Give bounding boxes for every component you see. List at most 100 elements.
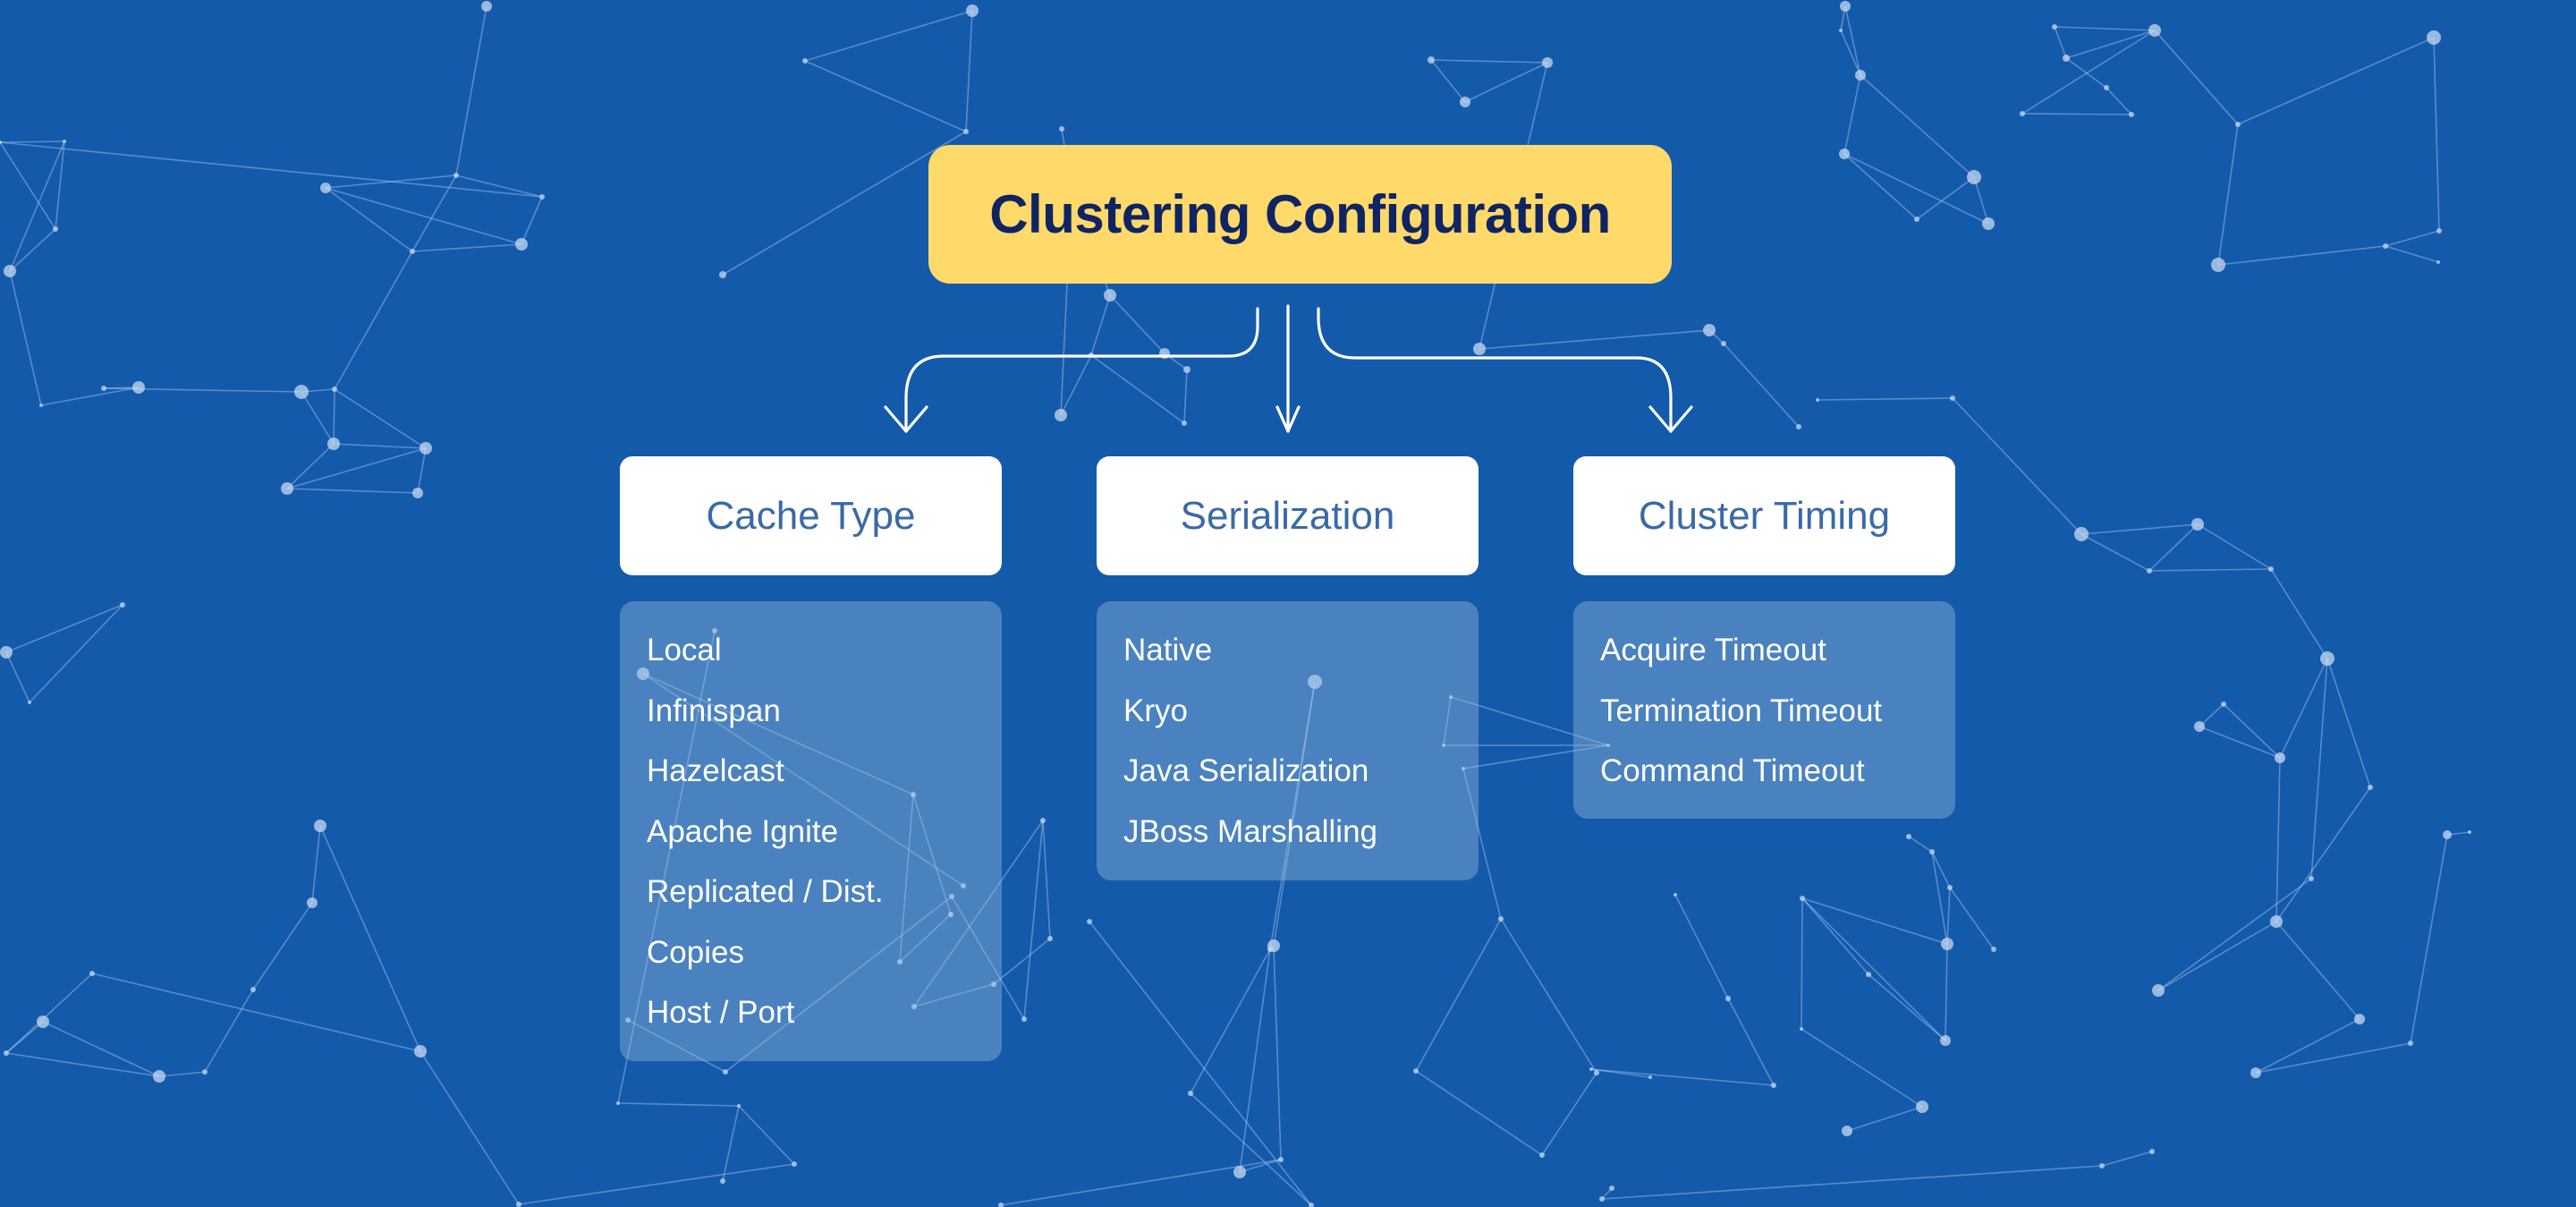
list-item: Hazelcast	[647, 753, 784, 788]
network-link	[40, 387, 140, 406]
network-node	[1947, 885, 1953, 890]
network-link	[9, 140, 65, 272]
network-node	[453, 173, 459, 178]
category-label: Cache Type	[706, 493, 916, 538]
network-node	[2020, 111, 2025, 116]
network-link	[1844, 5, 1861, 76]
network-link	[1190, 948, 1271, 1094]
network-link	[333, 388, 335, 445]
network-link	[2385, 245, 2439, 263]
network-link	[2106, 87, 2132, 115]
network-node	[314, 820, 326, 832]
network-link	[1415, 918, 1502, 1072]
network-node	[1442, 744, 1445, 747]
network-node	[1606, 744, 1610, 747]
network-node	[120, 602, 125, 608]
network-node	[0, 140, 2, 144]
network-node	[949, 894, 954, 899]
network-node	[1047, 936, 1053, 941]
network-link	[42, 1021, 160, 1077]
list-item: Host / Port	[647, 995, 795, 1030]
network-link	[455, 174, 543, 198]
network-link	[993, 938, 1051, 985]
list-item: Apache Ignite	[647, 813, 839, 849]
network-link	[5, 1021, 44, 1054]
network-link	[2410, 834, 2448, 1044]
list-item: Java Serialization	[1123, 753, 1369, 788]
network-node	[2436, 228, 2442, 234]
network-node	[1188, 1091, 1193, 1096]
network-node	[2270, 915, 2283, 928]
network-node	[1866, 972, 1871, 977]
network-node	[911, 1004, 917, 1009]
network-link	[738, 1105, 795, 1165]
network-link	[1089, 921, 1312, 1206]
network-link	[2054, 26, 2156, 31]
network-link	[2237, 37, 2435, 125]
network-link	[1430, 59, 1466, 103]
list-item: Command Timeout	[1600, 753, 1865, 788]
network-node	[1599, 1196, 1605, 1202]
network-link	[0, 141, 56, 230]
network-link	[5, 651, 30, 703]
network-link	[2157, 921, 2277, 991]
network-node	[719, 271, 726, 278]
network-node	[1267, 947, 1273, 952]
network-link	[1090, 294, 1111, 356]
network-link	[1590, 1068, 1651, 1078]
network-link	[1973, 176, 1989, 225]
network-link	[2148, 523, 2199, 572]
network-node	[2408, 1041, 2413, 1046]
network-node	[1473, 343, 1486, 355]
network-node	[153, 1070, 165, 1083]
network-link	[1541, 1072, 1597, 1156]
network-link	[2154, 30, 2239, 125]
network-link	[1843, 74, 1861, 155]
network-link	[2275, 757, 2281, 922]
network-link	[158, 1071, 206, 1077]
category-label: Serialization	[1180, 493, 1395, 538]
network-link	[1946, 887, 1951, 945]
network-link	[204, 989, 254, 1073]
network-node	[2275, 752, 2285, 763]
network-link	[1840, 30, 1861, 76]
network-link	[286, 443, 335, 489]
network-link	[617, 1102, 740, 1107]
network-link	[1090, 354, 1185, 424]
network-link	[1450, 696, 1609, 746]
network-node	[2268, 566, 2274, 572]
network-node	[2063, 55, 2070, 62]
network-link	[5, 1052, 160, 1077]
network-link	[1801, 897, 1946, 1041]
network-node	[1413, 1068, 1419, 1074]
network-link	[333, 443, 427, 449]
network-link	[1843, 153, 1918, 220]
serialization-list: Native Kryo Java Serialization JBoss Mar…	[1097, 601, 1479, 880]
network-link	[1931, 851, 1948, 945]
network-node	[792, 1161, 797, 1167]
network-link	[2275, 786, 2371, 922]
network-link	[642, 673, 914, 795]
network-link	[91, 973, 421, 1052]
list-item: Native	[1123, 633, 1213, 667]
network-node	[1233, 1166, 1246, 1178]
network-node	[2354, 1014, 2365, 1024]
network-link	[286, 488, 419, 494]
root-node-label: Clustering Configuration	[989, 184, 1611, 244]
network-link	[0, 140, 65, 143]
network-link	[1415, 1070, 1543, 1156]
network-node	[2235, 122, 2241, 127]
network-link	[419, 1050, 520, 1205]
network-link	[1801, 897, 1869, 975]
network-link	[1273, 681, 1316, 947]
network-node	[2320, 651, 2334, 666]
network-link	[55, 140, 65, 230]
network-link	[913, 983, 995, 1007]
network-node	[4, 1050, 9, 1056]
network-link	[2310, 658, 2328, 880]
network-node	[2194, 721, 2205, 732]
network-link	[2326, 658, 2371, 788]
network-link	[2279, 658, 2328, 759]
network-node	[723, 1069, 728, 1075]
